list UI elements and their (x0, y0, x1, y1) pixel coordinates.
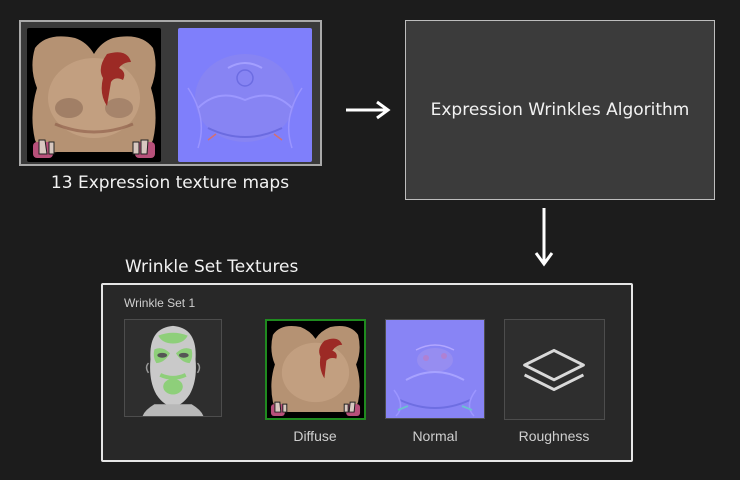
normal-texture-thumbnail (178, 28, 312, 162)
normal-map-image (178, 28, 312, 162)
layers-icon (505, 320, 604, 419)
normal-label: Normal (412, 428, 458, 444)
normal-slot[interactable] (385, 319, 485, 419)
diffuse-slot-image (267, 321, 364, 418)
output-title: Wrinkle Set Textures (125, 257, 299, 277)
algorithm-label: Expression Wrinkles Algorithm (430, 100, 690, 120)
head-model-icon (125, 320, 221, 416)
input-caption: 13 Expression texture maps (50, 173, 290, 193)
diffuse-face-image (27, 28, 161, 162)
diffuse-texture-thumbnail (27, 28, 161, 162)
input-texture-group (19, 20, 322, 166)
right-arrow-icon (344, 100, 392, 120)
down-arrow-icon (534, 206, 554, 268)
roughness-label: Roughness (518, 428, 590, 444)
roughness-slot[interactable] (504, 319, 605, 420)
normal-slot-image (386, 320, 484, 418)
wrinkle-set-label: Wrinkle Set 1 (124, 296, 196, 310)
head-preview-slot[interactable] (124, 319, 222, 417)
diffuse-slot[interactable] (265, 319, 366, 420)
diffuse-label: Diffuse (293, 428, 337, 444)
algorithm-box: Expression Wrinkles Algorithm (405, 20, 715, 200)
